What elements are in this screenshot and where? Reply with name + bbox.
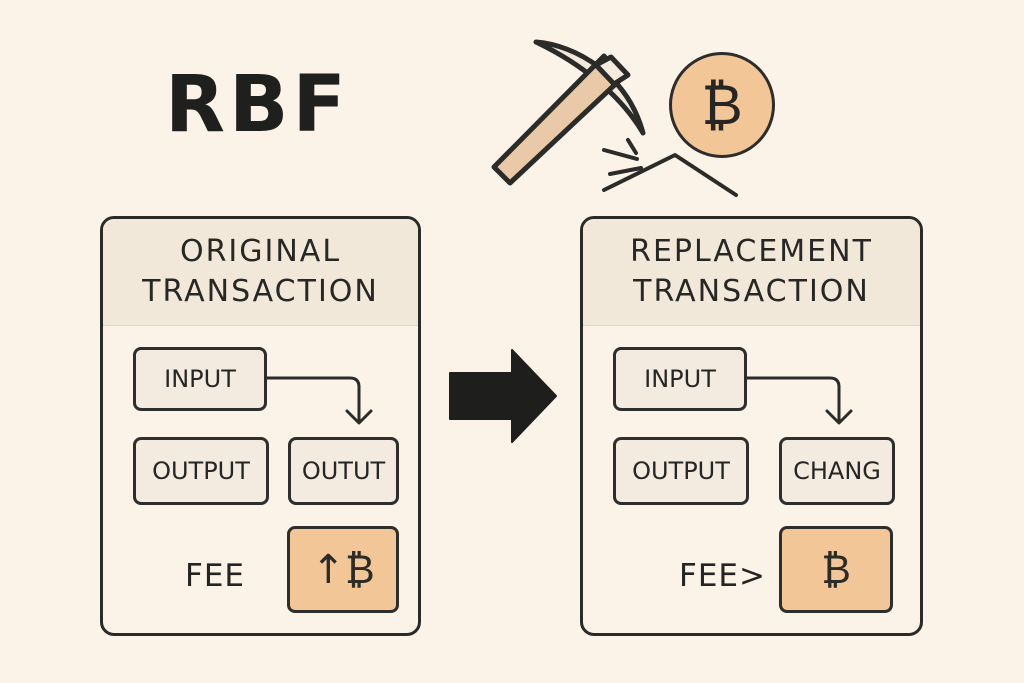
replacement-header-line-1: REPLACEMENT	[630, 233, 873, 269]
bitcoin-coin-icon: ₿	[669, 52, 775, 158]
replacement-transaction-card: REPLACEMENT TRANSACTION INPUT OUTPUT CHA…	[580, 216, 923, 636]
original-output-box-2: OUTUT	[288, 437, 399, 505]
diagram-title: RBF	[165, 60, 350, 150]
replacement-header-line-2: TRANSACTION	[633, 274, 870, 309]
original-fee-box: ↑₿	[287, 526, 399, 613]
original-output-box-1: OUTPUT	[133, 437, 269, 505]
replacement-change-box: CHANG	[779, 437, 895, 505]
replacement-fee-box: ₿	[779, 526, 893, 613]
replacement-flow-arrow	[745, 376, 853, 425]
replacement-fee-label: FEE>	[679, 558, 766, 594]
original-input-box: INPUT	[133, 347, 267, 411]
replacement-output-box: OUTPUT	[613, 437, 749, 505]
original-flow-arrow	[265, 376, 373, 425]
replacement-card-header: REPLACEMENT TRANSACTION	[583, 219, 920, 326]
original-transaction-card: ORIGINAL TRANSACTION INPUT OUTPUT OUTUT …	[100, 216, 421, 636]
original-header-line-1: ORIGINAL	[179, 233, 342, 269]
original-fee-label: FEE	[185, 558, 246, 594]
original-card-header: ORIGINAL TRANSACTION	[103, 219, 418, 326]
original-header-line-2: TRANSACTION	[142, 274, 379, 309]
replacement-input-box: INPUT	[613, 347, 747, 411]
